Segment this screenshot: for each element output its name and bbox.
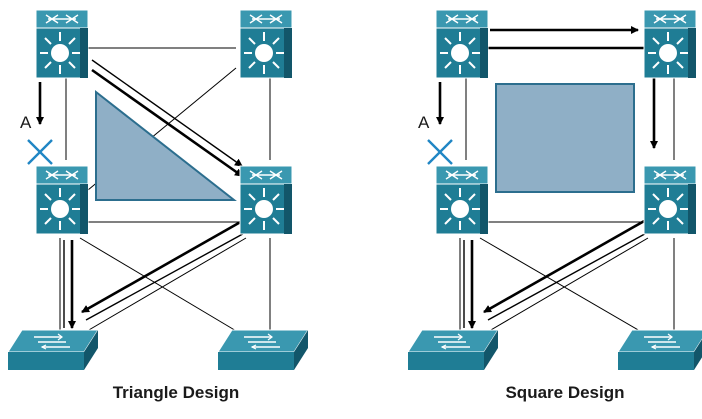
triangle-design bbox=[7, 9, 309, 370]
failure-label: A bbox=[418, 113, 430, 132]
multilayer-switch-icon bbox=[239, 9, 293, 79]
loop-square-shape bbox=[495, 83, 635, 193]
link-failure-x-icon bbox=[27, 139, 53, 165]
multilayer-switch-icon bbox=[35, 165, 89, 235]
diagram-caption: Square Design bbox=[505, 383, 625, 402]
multilayer-switch-icon bbox=[643, 9, 697, 79]
failure-label: A bbox=[20, 113, 32, 132]
square-links bbox=[459, 76, 675, 339]
loop-triangle-shape bbox=[95, 89, 237, 201]
triangle-links bbox=[59, 47, 271, 339]
square-traffic-arrows bbox=[436, 26, 658, 329]
multilayer-switch-icon bbox=[435, 165, 489, 235]
multilayer-switch-icon bbox=[643, 165, 697, 235]
multilayer-switch-icon bbox=[239, 165, 293, 235]
triangle-traffic-arrows bbox=[36, 59, 251, 329]
multilayer-switch-icon bbox=[435, 9, 489, 79]
workgroup-switch-icon bbox=[217, 329, 309, 370]
workgroup-switch-icon bbox=[7, 329, 99, 370]
multilayer-switch-icon bbox=[35, 9, 89, 79]
workgroup-switch-icon bbox=[617, 329, 702, 370]
diagram-caption: Triangle Design bbox=[112, 383, 240, 402]
link-failure-x-icon bbox=[427, 139, 453, 165]
workgroup-switch-icon bbox=[407, 329, 499, 370]
square-design bbox=[407, 9, 702, 370]
